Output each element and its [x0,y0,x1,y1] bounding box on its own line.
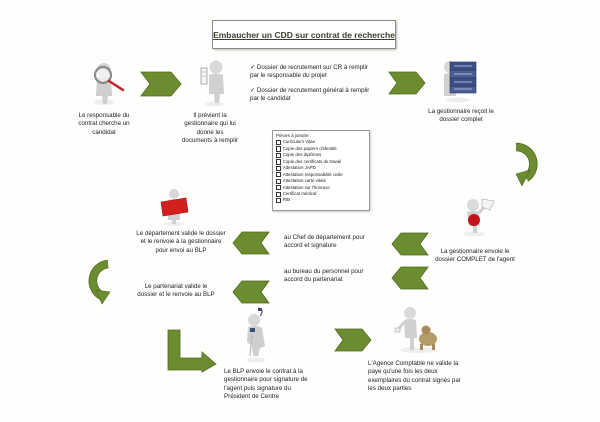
step-partenariat-caption: Le partenariat valide le dossier et le r… [137,283,215,299]
documents-list: ✓ Dossier de recrutement sur CR à rempli… [250,64,378,110]
piece-item: Attestation carte vitale [276,178,366,184]
checkbox-icon [276,198,282,204]
chevron-left-arrow-3 [232,231,270,255]
pieces-a-joindre-box: Pièces à joindre : Curriculum Vitae Copi… [272,130,370,211]
step-blp-caption: Le BLP envoie le contrat à la gestionnai… [224,368,308,401]
person-sending-dossier-icon [463,198,495,237]
magnifier-person-icon [93,63,125,105]
diagram-title-box: Embaucher un CDD sur contrat de recherch… [212,20,396,49]
step-previent-caption: Il prévient la gestionnaire qui lui donn… [181,112,239,145]
pieces-list: Curriculum Vitae Copie des papiers d'ide… [276,139,366,204]
checkbox-icon [276,152,282,159]
piece-item: Attestation sur l'honneur [276,185,366,191]
person-with-document-icon [200,60,224,107]
person-with-dog-icon [394,307,437,353]
piece-item: Copie des certificats de travail [276,159,366,165]
chevron-right-arrow-3 [334,328,372,352]
curved-arrow-down-icon [515,142,538,187]
step-responsable-caption: Le responsable du contrat cherche un can… [78,112,130,136]
l-shaped-arrow-icon [167,329,217,373]
piece-item: Copie des papiers d'identité [276,146,366,152]
piece-item: Curriculum Vitae [276,139,366,146]
document-item: ✓ Dossier de recrutement général à rempl… [250,86,370,103]
step-bureau-caption: au bureau du personnel pour accord du pa… [284,268,364,284]
checkbox-icon [276,178,282,184]
checkbox-icon [276,185,282,191]
checkbox-icon [276,191,282,197]
checkbox-icon [276,165,282,172]
chevron-left-arrow-4 [232,280,270,304]
chevron-left-arrow-1 [391,232,429,256]
person-with-red-sign-icon [160,189,189,226]
checkbox-icon [276,140,282,146]
checkbox-icon [276,159,282,165]
chevron-right-arrow-2 [388,71,426,95]
checkbox-icon [276,172,282,178]
step-envoie-caption: La gestionnaire envoie le dossier COMPLE… [435,248,515,264]
piece-item: Certificat médical [276,191,366,197]
person-with-binders-icon [444,61,477,103]
chevron-left-arrow-2 [391,266,429,290]
checkbox-icon [276,146,282,152]
curved-arrow-left-icon [88,259,111,305]
step-agence-caption: L'Agence Comptable ne valide la paye qu'… [368,360,461,393]
step-recoit-caption: La gestionnaire reçoit le dossier comple… [428,108,494,124]
step-departement-caption: Le département valide le dossier et le r… [136,230,226,254]
document-item: ✓ Dossier de recrutement sur CR à rempli… [250,64,368,80]
piece-item: RIB [276,197,366,204]
piece-item: Attestation JAPD [276,165,366,172]
person-on-phone-icon [246,307,266,363]
diagram-title: Embaucher un CDD sur contrat de recherch… [213,29,395,40]
pieces-heading: Pièces à joindre : [276,133,312,138]
step-chef-caption: au Chef de département pour accord et si… [284,234,365,250]
chevron-right-arrow-1 [140,71,182,97]
piece-item: Copie des diplômes [276,152,366,159]
piece-item: Attestation responsabilité civile [276,172,366,178]
